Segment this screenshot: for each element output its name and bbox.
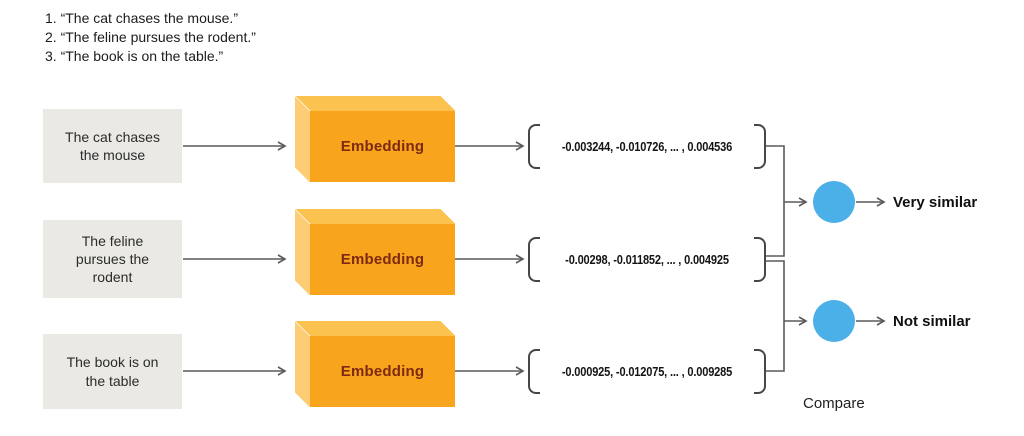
embedding-box-1: Embedding [310,111,455,182]
vector-values: -0.00298, -0.011852, ... , 0.004925 [565,252,729,267]
bracket-right-icon [754,124,766,169]
sentence-text: The book is on the table [66,354,159,389]
compare-node-icon [813,300,855,342]
result-label-very-similar: Very similar [893,194,978,211]
vector-values: -0.003244, -0.010726, ... , 0.004536 [561,139,733,154]
embedding-label: Embedding [340,363,425,380]
result-label-not-similar: Not similar [893,313,971,330]
sentence-box-3: The book is on the table [43,334,182,409]
embedding-label: Embedding [340,251,425,268]
bracket-left-icon [528,124,540,169]
list-item: 1. “The cat chases the mouse.” [45,10,238,26]
sentence-box-2: The feline pursues the rodent [43,220,182,298]
list-item: 2. “The feline pursues the rodent.” [45,29,256,45]
list-item: 3. “The book is on the table.” [45,48,224,64]
compare-node-icon [813,181,855,223]
bracket-left-icon [528,237,540,282]
embedding-box-2: Embedding [310,224,455,295]
sentence-box-1: The cat chases the mouse [43,109,182,183]
bracket-right-icon [754,237,766,282]
vector-1: -0.003244, -0.010726, ... , 0.004536 [528,124,766,169]
vector-3: -0.000925, -0.012075, ... , 0.009285 [528,349,766,394]
sentence-text: The feline pursues the rodent [75,232,150,286]
embedding-box-3: Embedding [310,336,455,407]
compare-label: Compare [803,395,865,412]
vector-values: -0.000925, -0.012075, ... , 0.009285 [561,364,733,379]
sentence-text: The cat chases the mouse [65,128,160,163]
bracket-left-icon [528,349,540,394]
vector-2: -0.00298, -0.011852, ... , 0.004925 [528,237,766,282]
bracket-right-icon [754,349,766,394]
connector-vectors-2-3 [766,260,785,372]
sentence-list: 1. “The cat chases the mouse.” 2. “The f… [45,9,256,66]
connector-vectors-1-2 [766,145,785,257]
embedding-label: Embedding [340,138,425,155]
